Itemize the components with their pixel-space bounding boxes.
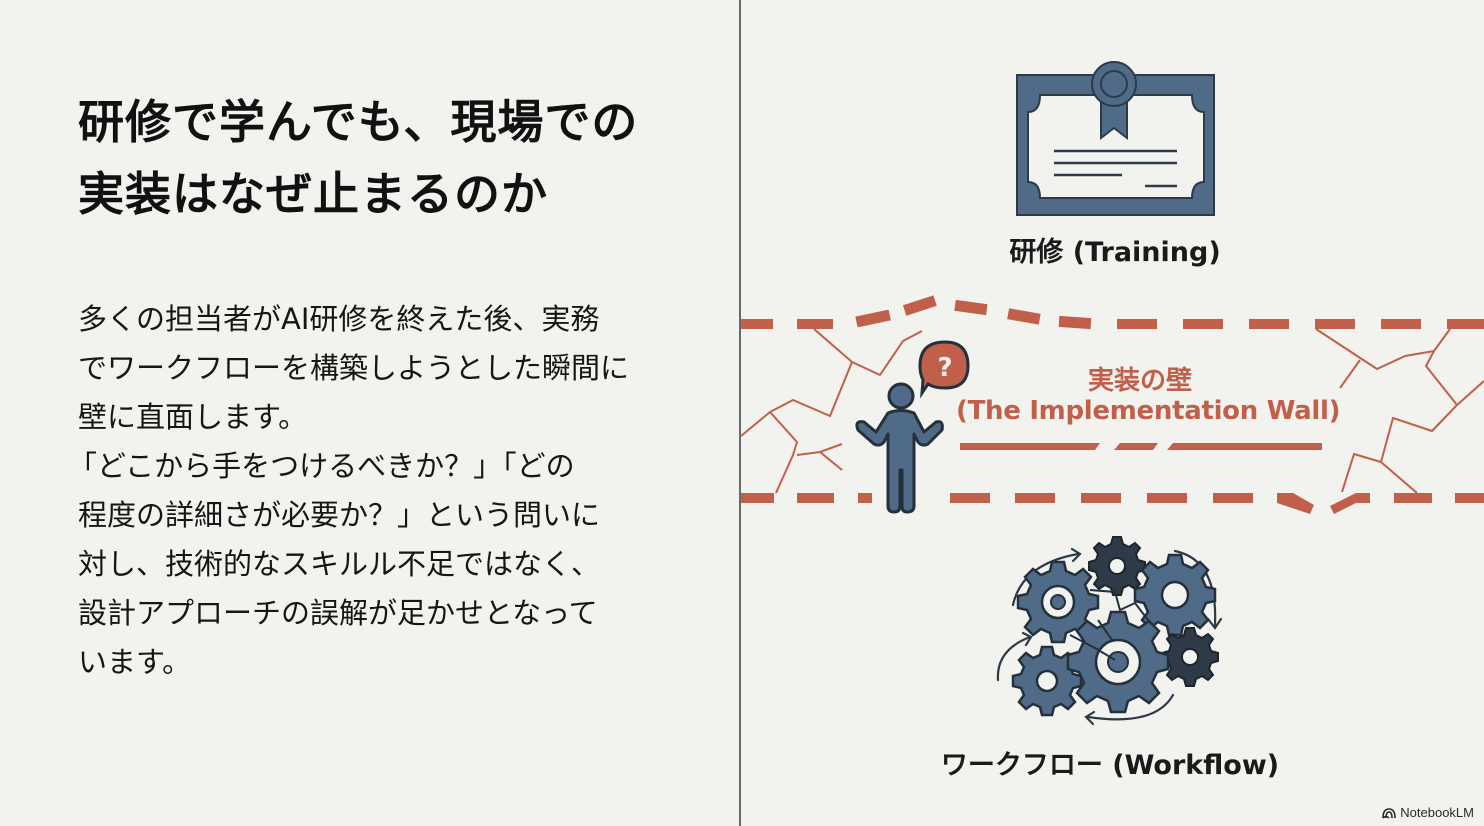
panel-divider [739, 0, 741, 826]
notebooklm-icon [1382, 807, 1397, 819]
cracked-wall-icon [741, 295, 1484, 514]
body-line: 壁に直面します。 [78, 400, 308, 434]
wall-crack-lines [740, 328, 1484, 494]
body-line: 「どこから手をつけるべきか？」「どの [68, 449, 575, 483]
body-line: でワークフローを構築しようとした瞬間に [78, 351, 630, 385]
body-line: 設計アプローチの誤解が足かせとなって [78, 596, 598, 630]
question-bubble-icon: ? [918, 340, 970, 399]
svg-text:?: ? [937, 353, 952, 383]
confused-person-icon [855, 382, 944, 514]
body-line: 程度の詳細さが必要か？」という問いに [78, 498, 601, 532]
slide-title: 研修で学んでも、現場での 実装はなぜ止まるのか [78, 86, 718, 230]
certificate-icon [1016, 61, 1215, 216]
title-line: 研修で学んでも、現場での [78, 95, 639, 149]
left-panel: 研修で学んでも、現場での 実装はなぜ止まるのか 多くの担当者がAI研修を終えた後… [0, 0, 740, 826]
body-line: 多くの担当者がAI研修を終えた後、実務 [78, 302, 600, 336]
brand-label: NotebookLM [1400, 805, 1474, 820]
body-line: 対し、技術的なスキルル不足ではなく、 [78, 547, 601, 581]
title-line: 実装はなぜ止まるのか [78, 167, 548, 221]
gears-icon [996, 536, 1223, 726]
body-line: います。 [78, 645, 192, 679]
wall-label-en: (The Implementation Wall) [956, 396, 1341, 426]
training-label: 研修 (Training) [1009, 237, 1221, 268]
workflow-label: ワークフロー (Workflow) [940, 750, 1280, 781]
brand-watermark: NotebookLM [1382, 805, 1474, 820]
body-paragraph: 多くの担当者がAI研修を終えた後、実務 でワークフローを構築しようとした瞬間に … [68, 295, 718, 687]
wall-label-jp: 実装の壁 [1087, 366, 1192, 396]
